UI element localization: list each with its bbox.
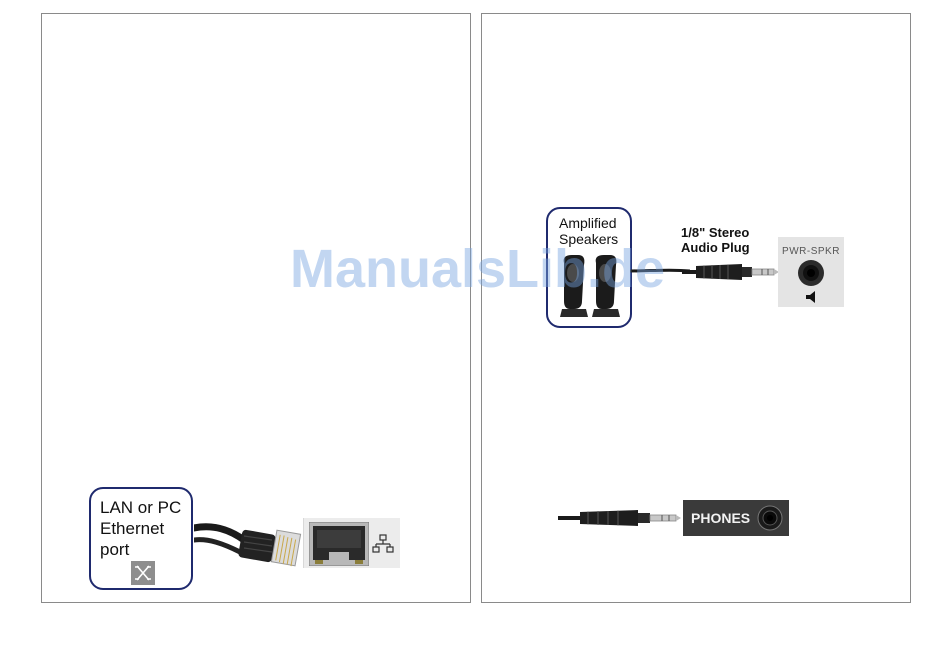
left-page: LAN or PC Ethernet port	[41, 13, 471, 603]
rj45-plug-icon	[194, 506, 302, 576]
speakers-callout-box: Amplified Speakers	[546, 207, 632, 328]
lan-callout-label: LAN or PC Ethernet port	[100, 497, 181, 560]
speakers-callout-label: Amplified Speakers	[559, 215, 618, 247]
right-page: Amplified Speakers 1/8" Stereo Audio Plu…	[481, 13, 911, 603]
ethernet-port-panel	[303, 518, 400, 568]
audio-jack-icon	[797, 259, 825, 287]
pwr-spkr-label: PWR-SPKR	[778, 246, 844, 257]
speakers-label-line-1: Amplified	[559, 215, 618, 231]
phones-audio-plug-icon	[558, 507, 682, 529]
plug-label-line-1: 1/8" Stereo	[681, 225, 750, 240]
plug-label: 1/8" Stereo Audio Plug	[681, 225, 750, 255]
speakers-icon	[558, 253, 622, 319]
phones-label: PHONES	[691, 510, 750, 526]
lan-callout-box: LAN or PC Ethernet port	[89, 487, 193, 590]
speaker-cable	[630, 259, 690, 279]
pwr-spkr-jack-panel: PWR-SPKR	[778, 237, 844, 307]
cross-arrows-icon	[131, 561, 155, 585]
speaker-icon	[805, 291, 817, 303]
audio-plug-icon	[682, 260, 780, 284]
lan-label-line-2: Ethernet	[100, 518, 181, 539]
network-icon	[372, 534, 394, 554]
speakers-label-line-2: Speakers	[559, 231, 618, 247]
phones-audio-jack-icon	[757, 505, 783, 531]
phones-jack-panel: PHONES	[683, 500, 789, 536]
ethernet-jack-icon	[309, 522, 369, 566]
lan-connection-figure: LAN or PC Ethernet port	[88, 484, 400, 594]
lan-label-line-3: port	[100, 539, 181, 560]
plug-label-line-2: Audio Plug	[681, 240, 750, 255]
lan-label-line-1: LAN or PC	[100, 497, 181, 518]
